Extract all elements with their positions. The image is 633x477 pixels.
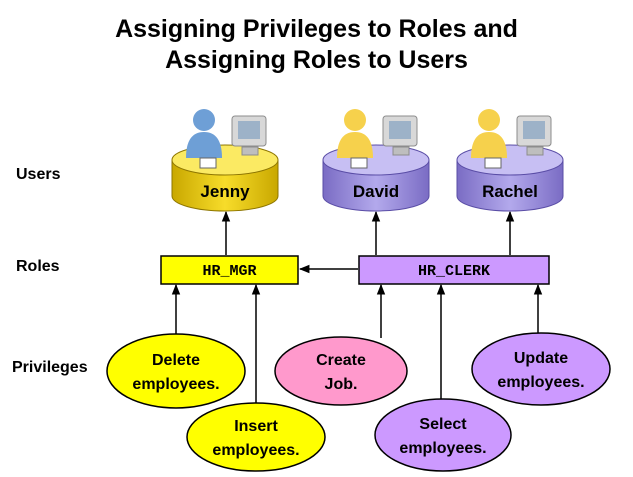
role-hr-mgr-label: HR_MGR	[202, 263, 256, 280]
roles-row-label: Roles	[16, 258, 60, 275]
privilege-create-line1: Create	[316, 352, 366, 369]
privilege-update-line1: Update	[514, 350, 568, 367]
user-rachel-name: Rachel	[482, 182, 538, 201]
user-workstation-icon	[322, 109, 430, 212]
role-hr-mgr: HR_MGR	[160, 255, 299, 285]
privilege-insert-line1: Insert	[234, 418, 278, 435]
user-workstation-icon	[171, 109, 279, 212]
user-workstation-icon	[456, 109, 564, 212]
user-jenny-name: Jenny	[200, 182, 250, 201]
privilege-insert-line2: employees.	[212, 442, 299, 459]
diagram-title-line-1: Assigning Privileges to Roles and	[115, 15, 518, 43]
privilege-to-role-connectors	[171, 283, 543, 405]
privilege-create-job: Create Job.	[274, 336, 408, 406]
privilege-update-employees: Update employees.	[471, 332, 611, 406]
privilege-select-employees: Select employees.	[374, 398, 512, 472]
privilege-delete-line1: Delete	[152, 352, 200, 369]
privilege-delete-employees: Delete employees.	[106, 333, 246, 409]
privilege-update-line2: employees.	[497, 374, 584, 391]
role-hr-clerk-box	[358, 255, 550, 285]
role-hr-clerk: HR_CLERK	[358, 255, 550, 285]
role-hr-clerk-label: HR_CLERK	[418, 263, 490, 280]
privilege-select-line2: employees.	[399, 440, 486, 457]
privilege-create-line2: Job.	[325, 376, 358, 393]
user-jenny: Jenny	[171, 109, 279, 212]
privilege-delete-line2: employees.	[132, 376, 219, 393]
user-david: David	[322, 109, 430, 212]
privileges-row-label: Privileges	[12, 359, 88, 376]
diagram-title-line-2: Assigning Roles to Users	[165, 46, 468, 74]
role-hr-mgr-box	[160, 255, 299, 285]
role-to-user-connectors	[221, 210, 515, 274]
privilege-select-line1: Select	[419, 416, 467, 433]
user-rachel: Rachel	[456, 109, 564, 212]
users-row-label: Users	[16, 166, 61, 183]
privilege-insert-employees: Insert employees.	[186, 402, 326, 472]
user-david-name: David	[353, 182, 399, 201]
